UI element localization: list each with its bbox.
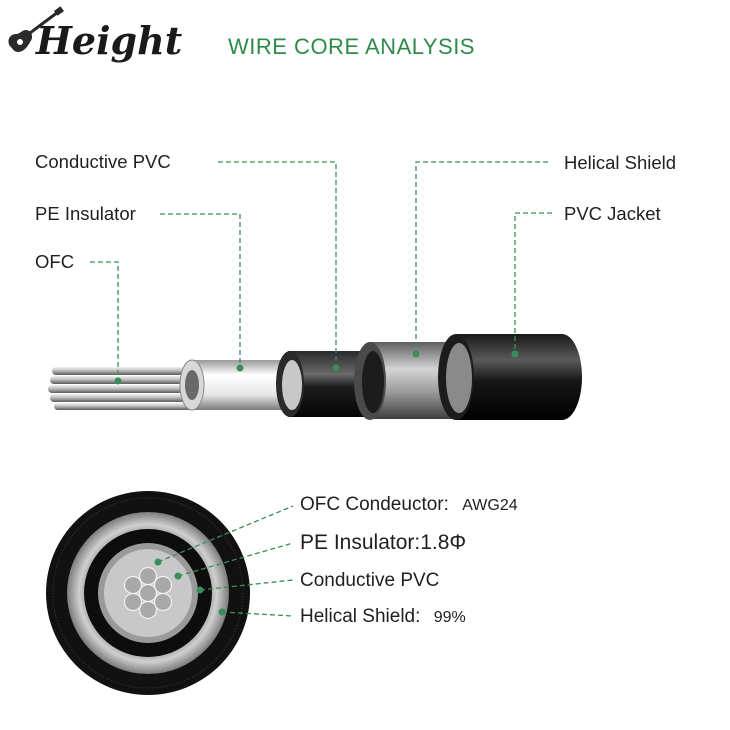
cable-cross-section bbox=[46, 491, 250, 695]
pe-insulator-segment bbox=[179, 359, 298, 411]
label-pe-insulator-size: PE Insulator:1.8Φ bbox=[300, 531, 466, 554]
label-helical-shield: Helical Shield bbox=[564, 152, 676, 173]
pvc-jacket-segment bbox=[438, 334, 582, 420]
helical-shield-label: Helical Shield: bbox=[300, 606, 420, 627]
label-pe-insulator: PE Insulator bbox=[35, 203, 136, 224]
label-conductive-pvc: Conductive PVC bbox=[35, 151, 171, 172]
brand-logo: Height bbox=[8, 6, 183, 63]
label-helical-shield-coverage: Helical Shield: 99% bbox=[300, 606, 466, 627]
side-view-leaders bbox=[90, 161, 552, 385]
ofc-strands bbox=[48, 367, 202, 410]
brand-name: Height bbox=[35, 18, 183, 63]
ofc-strand-cluster bbox=[123, 566, 173, 620]
label-ofc-conductor: OFC Condeuctor: AWG24 bbox=[300, 494, 518, 515]
label-conductive-pvc-section: Conductive PVC bbox=[300, 570, 439, 591]
page-title: WIRE CORE ANALYSIS bbox=[228, 34, 475, 59]
label-pvc-jacket: PVC Jacket bbox=[564, 203, 661, 224]
ofc-conductor-value: AWG24 bbox=[462, 497, 518, 514]
helical-shield-value: 99% bbox=[434, 609, 466, 626]
cross-section-leaders bbox=[154, 505, 294, 617]
ofc-conductor-label: OFC Condeuctor: bbox=[300, 494, 449, 515]
guitar-icon bbox=[8, 6, 64, 52]
cable-side-view bbox=[48, 334, 582, 420]
label-ofc: OFC bbox=[35, 251, 74, 272]
